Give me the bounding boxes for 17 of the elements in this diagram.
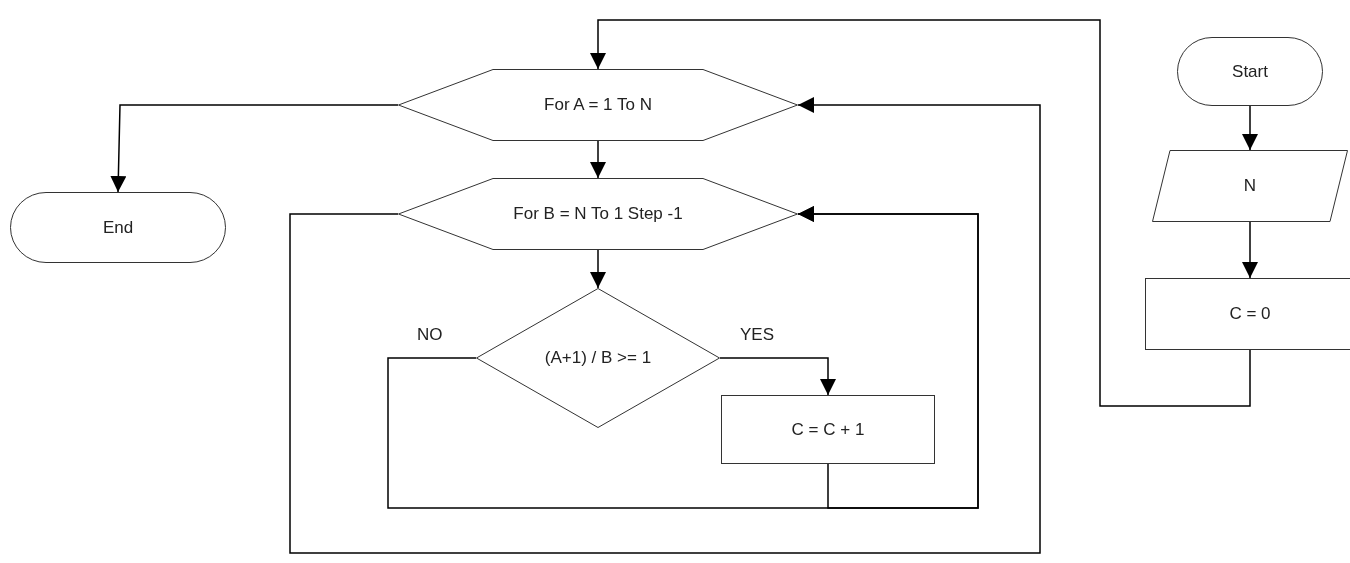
arrow xyxy=(110,104,399,193)
node-text: C = C + 1 xyxy=(791,419,865,440)
node-text: N xyxy=(1243,176,1257,196)
node-text: End xyxy=(102,217,134,238)
arrow xyxy=(289,97,1041,554)
node-text: (A+1) / B >= 1 xyxy=(544,348,652,368)
arrow xyxy=(797,206,979,509)
arrow xyxy=(719,357,836,396)
node-text: For A = 1 To N xyxy=(544,95,652,115)
arrow xyxy=(590,249,606,289)
arrow xyxy=(1242,221,1258,279)
node-text: For B = N To 1 Step -1 xyxy=(513,204,683,224)
node-text: Start xyxy=(1232,61,1268,82)
arrow xyxy=(590,19,1251,407)
arrow xyxy=(1242,105,1258,151)
arrow xyxy=(590,140,606,179)
node-text: C = 0 xyxy=(1229,304,1271,324)
